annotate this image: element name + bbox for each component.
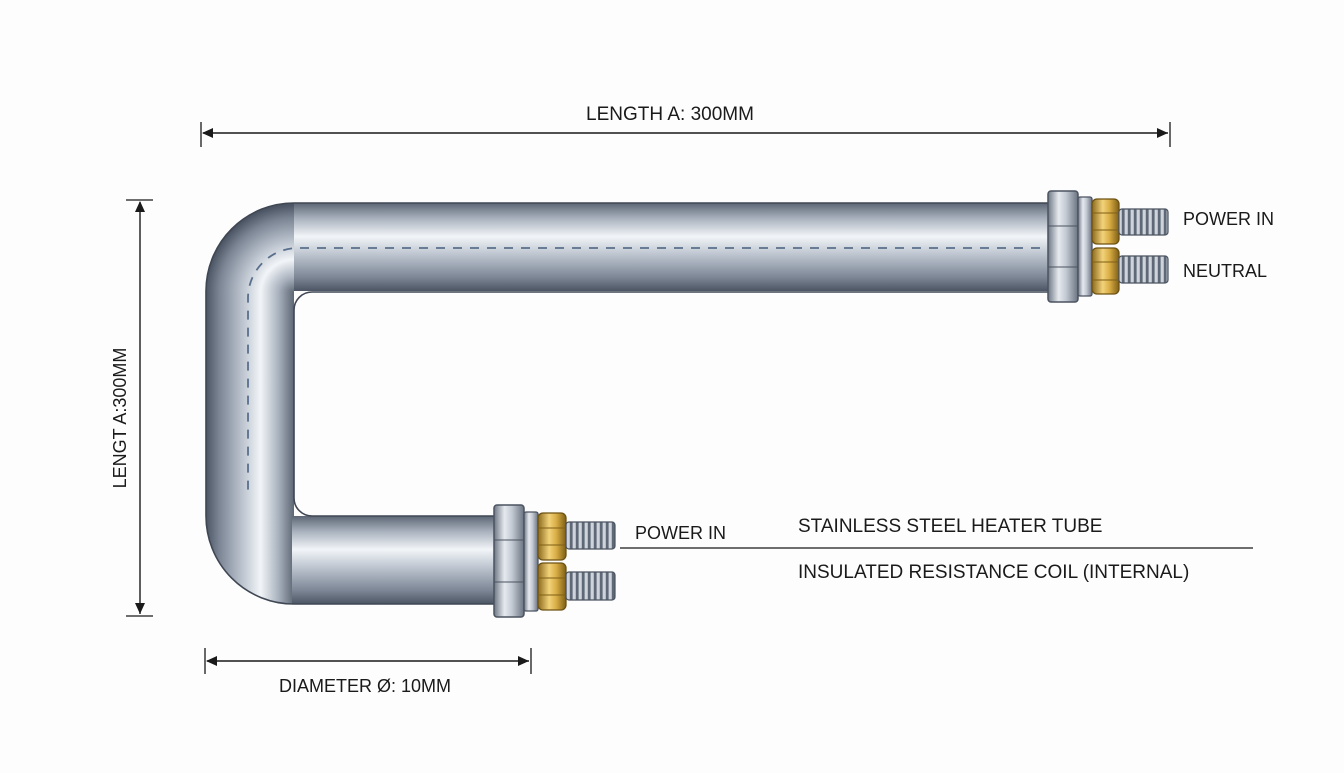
thread-stud-power-top: [1118, 208, 1169, 236]
dimension-length-top: LENGTH A: 300MM: [200, 104, 1171, 147]
hex-nut-bottom: [493, 504, 525, 618]
tube-vertical-leg: [206, 293, 294, 518]
thread-stud-second-bottom: [565, 571, 616, 601]
label-power-in-bottom: POWER IN: [635, 523, 726, 543]
brass-nut-power-bottom: [537, 512, 567, 561]
brass-nut-second-bottom: [537, 562, 567, 611]
tube-top-leg: [294, 203, 1056, 291]
dimension-length-side-label: LENGT A:300MM: [110, 348, 130, 489]
label-neutral-top: NEUTRAL: [1183, 261, 1267, 281]
terminal-power-top: [1091, 198, 1169, 245]
terminal-assembly-bottom: POWER IN: [493, 504, 726, 618]
thread-stud-neutral-top: [1118, 255, 1169, 284]
dimension-diameter-label: DIAMETER Ø: 10MM: [279, 676, 451, 696]
callouts: STAINLESS STEEL HEATER TUBE INSULATED RE…: [620, 516, 1253, 583]
tube-outline: [205, 202, 1056, 605]
thread-stud-power-bottom: [565, 521, 616, 550]
heater-tube: [205, 202, 1056, 605]
terminal-second-bottom: [537, 562, 616, 611]
tube-bend-bottom: [206, 516, 294, 604]
dimension-length-side: LENGT A:300MM: [110, 199, 153, 617]
tube-bottom-leg: [292, 516, 498, 604]
dimension-diameter: DIAMETER Ø: 10MM: [204, 648, 532, 696]
washer-top: [1077, 196, 1093, 297]
label-power-in-top: POWER IN: [1183, 209, 1274, 229]
tube-bend-top: [206, 203, 294, 293]
brass-nut-neutral-top: [1091, 247, 1120, 295]
callout-coil: INSULATED RESISTANCE COIL (INTERNAL): [798, 562, 1189, 583]
terminal-neutral-top: [1091, 247, 1169, 295]
terminal-assembly-top: POWER IN NEUTRAL: [1047, 190, 1274, 303]
brass-nut-power-top: [1091, 198, 1120, 245]
washer-bottom: [523, 511, 539, 612]
hex-nut-top: [1047, 190, 1079, 303]
terminal-power-bottom: [537, 512, 616, 561]
callout-tube: STAINLESS STEEL HEATER TUBE: [798, 516, 1102, 537]
dimension-length-top-label: LENGTH A: 300MM: [586, 104, 754, 125]
